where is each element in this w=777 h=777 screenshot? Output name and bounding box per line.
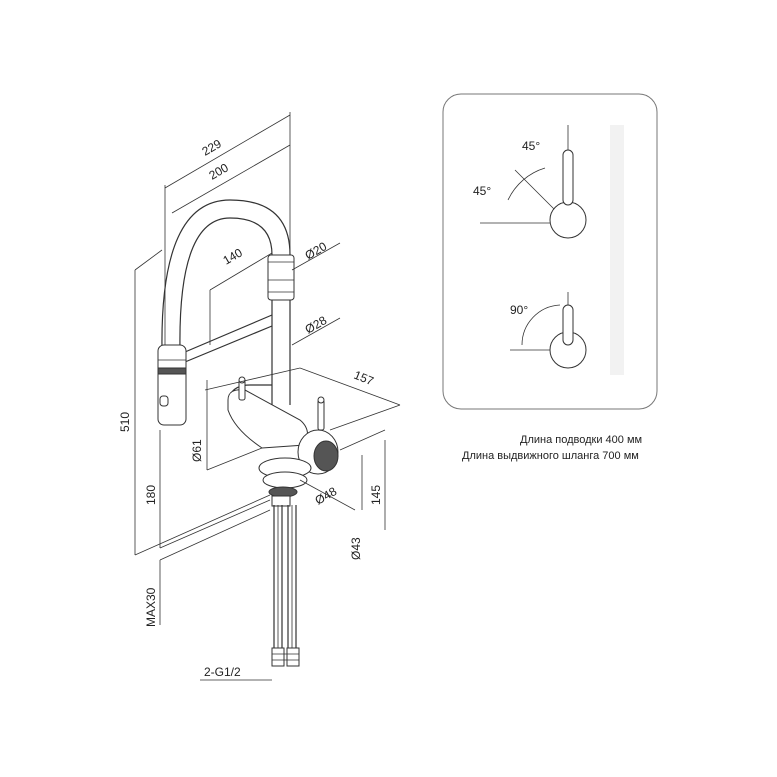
dimension-lines: [134, 112, 401, 681]
dim-145: 145: [369, 485, 383, 505]
rotation-panel: 45° 45° 90°: [442, 93, 658, 410]
angle-90: 90°: [510, 303, 528, 317]
dim-510: 510: [118, 412, 132, 432]
dim-d43: Ø43: [349, 537, 363, 560]
lever-90-diagram: [510, 292, 587, 369]
lever-45-diagram: [480, 125, 587, 239]
dim-200: 200: [207, 160, 232, 182]
dim-d28: Ø28: [303, 313, 330, 337]
angle-45-top: 45°: [522, 139, 540, 153]
dim-thread: 2-G1/2: [204, 665, 241, 679]
hose-length-note: Длина выдвижного шланга 700 мм: [462, 450, 639, 462]
dim-max30: MAX30: [144, 587, 158, 627]
supply-length-note: Длина подводки 400 мм: [520, 434, 643, 446]
faucet-body: [157, 199, 339, 667]
dim-d61: Ø61: [190, 439, 204, 462]
dim-140: 140: [221, 245, 246, 267]
dim-180: 180: [144, 485, 158, 505]
rotation-panel-frame: [442, 93, 658, 410]
dim-157: 157: [352, 368, 376, 389]
dim-d20: Ø20: [303, 239, 330, 263]
dim-d48: Ø48: [313, 484, 340, 508]
angle-45-left: 45°: [473, 184, 491, 198]
